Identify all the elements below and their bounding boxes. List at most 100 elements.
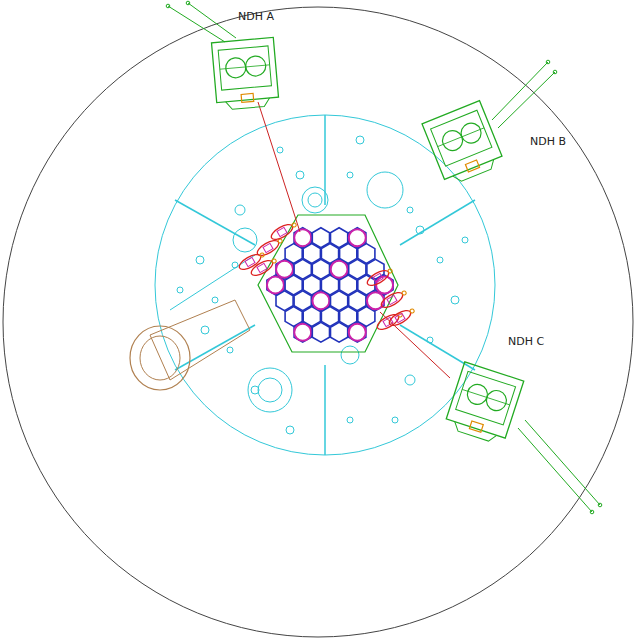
plate-hole: [196, 256, 204, 264]
cable-end: [166, 4, 170, 8]
detector-housing: NDH A: [200, 10, 290, 110]
plate-hole: [451, 296, 459, 304]
plate-hole: [356, 136, 364, 144]
drive-bolt: [401, 290, 406, 295]
control-rod: [276, 261, 293, 278]
detector-housing: NDH B: [420, 95, 580, 185]
rod-drive: [365, 266, 394, 289]
beam-port: [140, 336, 180, 380]
control-rod: [349, 324, 366, 341]
plate-hole: [347, 172, 353, 178]
pool-outline: [3, 7, 633, 637]
control-rod: [294, 229, 311, 246]
beam-port: [130, 326, 190, 390]
plate-hole: [296, 171, 304, 179]
plate-port: [341, 346, 359, 364]
detector-label: NDH A: [238, 10, 274, 23]
drive-clamp: [245, 257, 255, 266]
plate-divider: [175, 325, 255, 370]
detector-cable: [498, 72, 555, 128]
housing-clamp: [469, 421, 483, 432]
plate-port: [308, 193, 322, 207]
housing-clamp: [465, 160, 479, 172]
fuel-element: [376, 275, 393, 295]
drive-bolt: [387, 268, 392, 273]
drive-clamp: [257, 263, 267, 272]
housing-inner: [456, 371, 516, 424]
drive-body: [237, 252, 263, 273]
drive-body: [249, 258, 275, 279]
plate-port: [233, 228, 257, 252]
plate-hole: [407, 207, 413, 213]
control-rod: [331, 261, 348, 278]
detector-housing: NDH C: [430, 335, 565, 440]
plate-hole: [277, 147, 283, 153]
plate-hole: [462, 237, 468, 243]
plate-hole: [416, 226, 424, 234]
housing-drawing: [430, 335, 565, 440]
housing-group: [212, 37, 280, 110]
grid-plate: [258, 215, 398, 352]
drive-body: [365, 268, 391, 289]
housing-mount: [226, 98, 271, 110]
drive-bolt: [271, 258, 276, 263]
detector-cable: [492, 62, 548, 120]
drive-body: [269, 222, 295, 243]
housing-outer: [212, 37, 279, 102]
plate-hole: [427, 337, 433, 343]
sight-line: [258, 102, 300, 232]
detector-cable: [525, 420, 600, 505]
plate-port: [248, 368, 292, 412]
plate-hole: [212, 297, 218, 303]
plate-hole: [177, 287, 183, 293]
housing-axis: [438, 128, 484, 147]
cable-end: [590, 510, 594, 514]
drive-bolt: [259, 252, 264, 257]
rod-drive: [237, 250, 266, 273]
drive-clamp: [277, 227, 287, 236]
control-rod: [312, 292, 329, 309]
drive-body: [375, 312, 401, 333]
top-plate: [155, 115, 495, 455]
control-rod: [294, 324, 311, 341]
housing-axis: [220, 65, 270, 69]
housing-group: [422, 101, 505, 187]
plate-hole: [392, 417, 398, 423]
plate-divider: [400, 200, 475, 245]
plate-hole: [405, 375, 415, 385]
housing-group: [444, 362, 524, 446]
cable-end: [186, 1, 190, 5]
housing-inner: [431, 110, 492, 166]
detector-label: NDH B: [530, 135, 566, 148]
drive-bolt: [291, 222, 296, 227]
drive-clamp: [263, 243, 273, 252]
housing-mount: [453, 160, 497, 184]
rod-drive: [379, 288, 408, 311]
plate-port: [367, 172, 403, 208]
plate-hole: [286, 426, 294, 434]
housing-outer: [446, 362, 524, 438]
beam-guide: [170, 255, 255, 310]
beam-tube: [150, 300, 250, 380]
housing-inner: [218, 46, 271, 90]
drive-body: [379, 290, 405, 311]
cable-end: [598, 503, 602, 507]
plate-hole: [347, 417, 353, 423]
housing-drawing: [200, 10, 290, 110]
rod-drive: [387, 306, 416, 329]
plate-divider: [324, 365, 326, 455]
drive-body: [387, 308, 413, 329]
cable-end: [553, 70, 557, 74]
detector-label: NDH C: [508, 335, 544, 348]
housing-clamp: [241, 93, 254, 102]
plate-port: [258, 378, 282, 402]
plate-hole: [201, 326, 209, 334]
drive-clamp: [387, 295, 397, 304]
detector-cable: [188, 3, 236, 38]
drive-clamp: [373, 273, 383, 282]
cable-end: [546, 60, 550, 64]
control-rod: [349, 229, 366, 246]
housing-axis: [462, 389, 510, 404]
